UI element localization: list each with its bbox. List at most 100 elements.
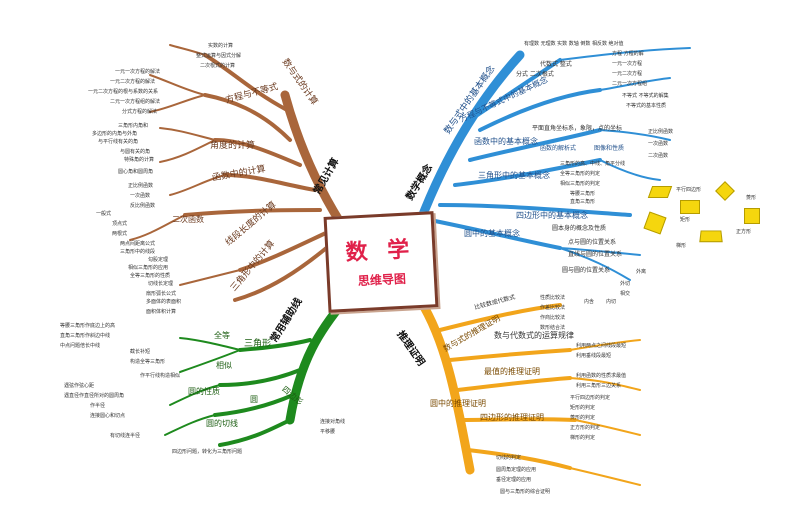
leaf: 反比例函数 [130, 203, 156, 209]
leaf: 中点问题倍长中线 [60, 343, 101, 349]
node-function-concepts: 函数中的基本概念 [474, 137, 538, 146]
leaf: 相似三角形的应用 [128, 265, 169, 271]
trapezoid-shape [699, 230, 723, 243]
leaf: 圆与圆的位置关系 [562, 267, 611, 274]
leaf: 圆周角定理的应用 [496, 467, 537, 473]
leaf: 切线的判定 [496, 455, 522, 461]
leaf: 圆本身的概念及性质 [552, 225, 607, 232]
leaf: 不等式 不等式的解集 [622, 93, 669, 99]
leaf: 一元二次方程的根与系数的关系 [88, 89, 159, 95]
leaf: 正方形的判定 [570, 425, 601, 431]
leaf: 平行四边形 [676, 187, 702, 193]
leaf: 一般式 [96, 211, 112, 217]
leaf: 构造全等三角形 [130, 359, 166, 365]
leaf: 截长补短 [130, 349, 151, 355]
leaf: 连接对角线 [320, 419, 346, 425]
leaf: 直角三角形作斜边中线 [60, 333, 111, 339]
leaf: 利用函数的性质求最值 [576, 373, 627, 379]
node-angles: 角度的计算 [210, 141, 256, 151]
leaf: 分式 二次根式 [516, 71, 554, 78]
leaf: 圆心角和圆周角 [118, 169, 154, 175]
node-circle-concepts: 圆中的基本概念 [464, 229, 520, 238]
leaf: 正比例函数 [128, 183, 154, 189]
leaf: 顶点式 [112, 221, 128, 227]
leaf: 梯形的判定 [570, 435, 596, 441]
node-aux-triangle: 三角形 [244, 339, 272, 349]
leaf: 整式运算与因式分解 [196, 53, 242, 59]
leaf: 等腰三角形作底边上的高 [60, 323, 116, 329]
leaf: 切线长定理 [148, 281, 174, 287]
leaf: 不等式的基本性质 [626, 103, 667, 109]
leaf: 三角形的高、中线、角平分线 [560, 161, 626, 167]
leaf: 利用垂线段最短 [576, 353, 612, 359]
leaf: 利用两点之间线段最短 [576, 343, 627, 349]
leaf: 直角三角形 [570, 199, 596, 205]
leaf: 全等三角形的性质 [130, 273, 171, 279]
node-proof-quad: 四边形的推理证明 [480, 413, 544, 422]
leaf: 面积体积计算 [146, 309, 177, 315]
leaf: 外切 [620, 281, 631, 287]
leaf: 等腰三角形 [570, 191, 596, 197]
leaf: 四边形问题，转化为三角形问题 [172, 449, 243, 455]
leaf: 二次函数 [648, 153, 669, 159]
leaf: 平行四边形的判定 [570, 395, 611, 401]
leaf: 一元二次方程 [612, 71, 643, 77]
leaf: 作半径 [90, 403, 106, 409]
leaf: 外离 [636, 269, 647, 275]
node-aux-circle: 圆 [250, 395, 258, 404]
center-subtitle: 思维导图 [357, 271, 407, 289]
leaf: 分式方程的解法 [122, 109, 158, 115]
leaf: 内切 [606, 299, 617, 305]
node-quadratic: 二次函数 [172, 215, 204, 224]
leaf: 勾股定理 [148, 257, 169, 263]
leaf: 与圆有关的角 [120, 149, 151, 155]
leaf: 多边形的内角与外角 [92, 131, 138, 137]
node-proof-extremum: 最值的推理证明 [484, 367, 540, 376]
leaf: 二元一次方程组的解法 [110, 99, 161, 105]
leaf: 点与圆的位置关系 [568, 239, 617, 246]
node-aux-tangent: 圆的切线 [206, 419, 238, 428]
node-proof-circle: 圆中的推理证明 [430, 399, 486, 408]
leaf: 扇形弧长公式 [146, 291, 177, 297]
center-title: 数 学 [345, 237, 416, 266]
leaf: 二次根式的计算 [200, 63, 236, 69]
node-quad-concepts: 四边形中的基本概念 [516, 211, 588, 220]
leaf: 函数的解析式 [540, 145, 577, 152]
leaf: 有理数 无理数 实数 数轴 倒数 相反数 绝对值 [524, 41, 624, 47]
leaf: 正比例函数 [648, 129, 674, 135]
leaf: 菱形的判定 [570, 415, 596, 421]
leaf: 与平行线有关的角 [98, 139, 139, 145]
leaf: 矩形的判定 [570, 405, 596, 411]
square-shape [744, 208, 760, 224]
leaf: 有切线连半径 [110, 433, 141, 439]
leaf: 多面体的表面积 [146, 299, 182, 305]
leaf: 作差比较法 [540, 305, 566, 311]
leaf: 直线与圆的位置关系 [568, 251, 623, 258]
leaf: 遇弦作弦心距 [64, 383, 95, 389]
leaf: 方程 方程的解 [612, 51, 644, 57]
leaf: 垂径定理的应用 [496, 477, 532, 483]
leaf: 一元二次方程的解法 [110, 79, 156, 85]
leaf: 二元一次方程组 [612, 81, 648, 87]
leaf: 三角形内角和 [118, 123, 149, 129]
leaf: 两点间距离公式 [120, 241, 156, 247]
leaf: 性质比较法 [540, 295, 566, 301]
leaf: 菱形 [746, 195, 757, 201]
leaf: 数与代数式的运算规律 [494, 331, 574, 340]
leaf: 正方形 [736, 229, 752, 235]
leaf: 一次函数 [648, 141, 669, 147]
leaf: 梯形 [676, 243, 687, 249]
leaf: 图像和性质 [594, 145, 625, 152]
node-aux-congruent: 全等 [214, 331, 230, 340]
leaf: 两根式 [112, 231, 128, 237]
leaf: 一元一次方程的解法 [115, 69, 161, 75]
leaf: 平移腰 [320, 429, 336, 435]
node-aux-circle-props: 圆的性质 [188, 387, 220, 396]
leaf: 作商比较法 [540, 315, 566, 321]
leaf: 内含 [584, 299, 595, 305]
leaf: 平面直角坐标系，象限，点的坐标 [532, 125, 623, 132]
leaf: 特殊角的计算 [124, 157, 155, 163]
node-aux-similar: 相似 [216, 361, 232, 370]
